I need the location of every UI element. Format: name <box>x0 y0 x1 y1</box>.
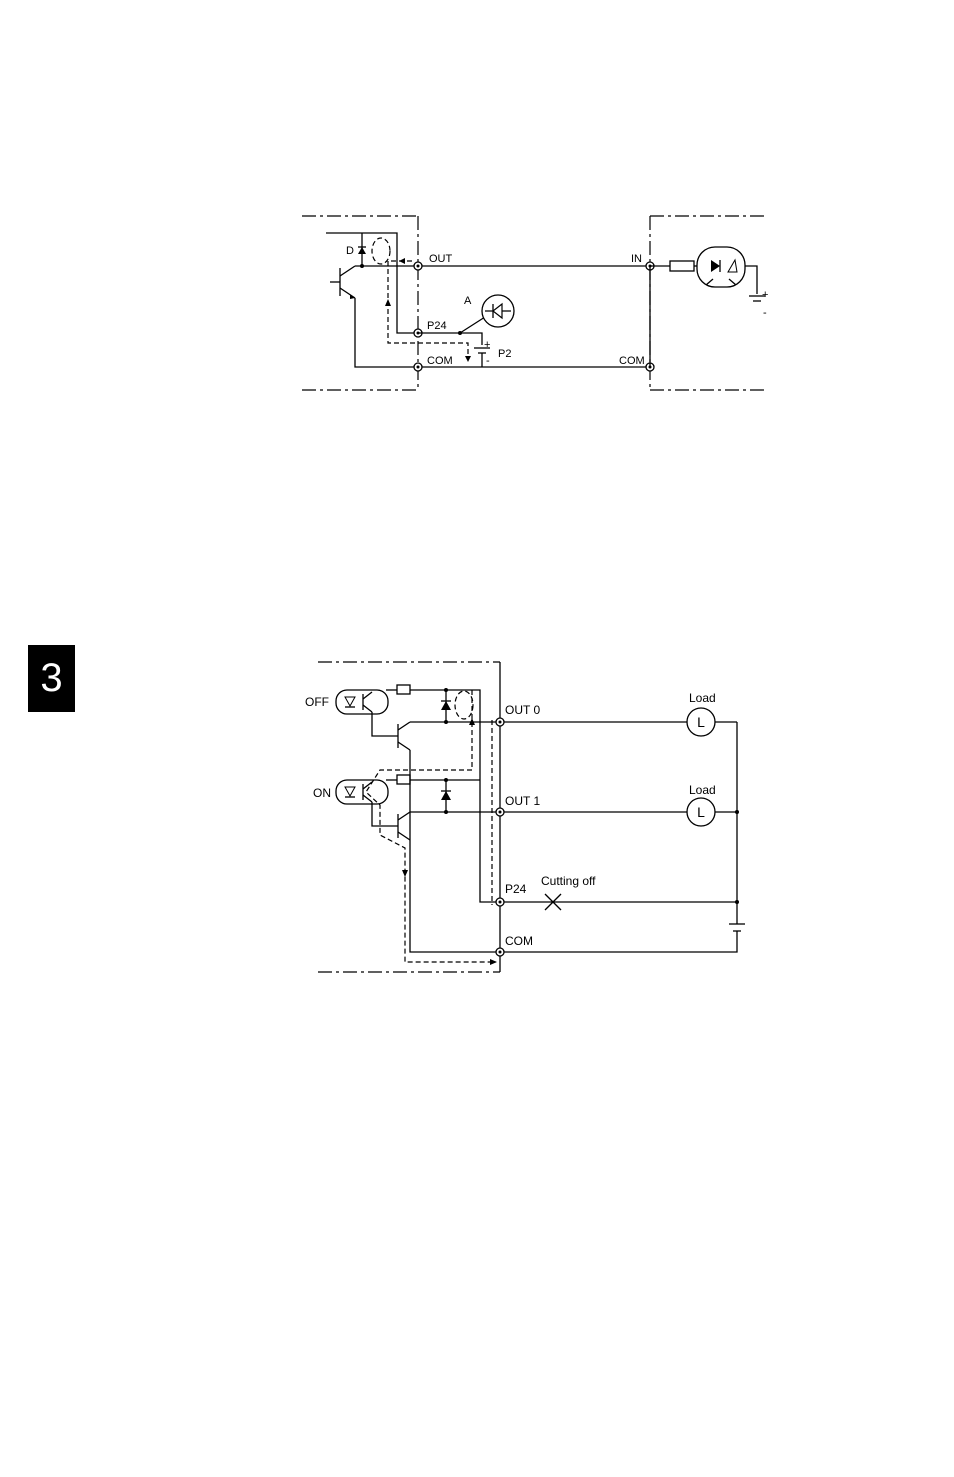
label-com: COM <box>505 934 533 948</box>
label-com-right: COM <box>619 355 645 367</box>
label-out1: OUT 1 <box>505 794 540 808</box>
terminal-out0 <box>496 718 504 726</box>
transistor-on-icon <box>398 812 410 840</box>
switch-a-lever <box>460 317 485 333</box>
diode-d-icon <box>358 233 366 266</box>
wire-pc-battery <box>745 266 757 294</box>
diode-off-icon <box>441 690 451 722</box>
photocoupler-icon <box>697 247 745 287</box>
label-cutting-off: Cutting off <box>541 874 596 888</box>
label-load-2: Load <box>689 783 716 797</box>
label-out0: OUT 0 <box>505 703 540 717</box>
terminal-com <box>496 948 504 956</box>
label-out: OUT <box>429 253 453 265</box>
label-plus-right: + <box>762 289 768 301</box>
label-p24: P24 <box>427 320 447 332</box>
label-off: OFF <box>305 695 329 709</box>
label-d: D <box>346 245 354 257</box>
terminal-p24 <box>496 898 504 906</box>
label-com-left: COM <box>427 355 453 367</box>
label-plus-p2: + <box>484 339 490 351</box>
label-lamp-2: L <box>697 804 705 820</box>
terminal-com-left <box>414 363 422 371</box>
wire-on-base <box>372 802 398 826</box>
label-p24: P24 <box>505 882 527 896</box>
diagram-1-sink-output: D OUT P24 COM A + - P2 IN COM + - <box>302 216 768 390</box>
terminal-out1 <box>496 808 504 816</box>
label-minus-p2: - <box>486 355 490 367</box>
label-lamp-1: L <box>697 714 705 730</box>
label-in: IN <box>631 253 642 265</box>
current-loop-off <box>455 691 473 719</box>
diode-on-icon <box>441 780 451 812</box>
terminal-out <box>414 262 422 270</box>
label-a: A <box>464 295 472 307</box>
resistor-on <box>397 775 410 784</box>
battery-supply-icon <box>729 910 745 931</box>
photocoupler-off-icon <box>336 690 388 714</box>
output-transistor <box>330 266 355 299</box>
label-load-1: Load <box>689 691 716 705</box>
current-path-1 <box>388 261 468 360</box>
label-on: ON <box>313 786 331 800</box>
transistor-off-icon <box>398 722 410 750</box>
photocoupler-on-icon <box>336 780 388 804</box>
led-a-icon <box>482 295 514 327</box>
resistor-off <box>397 685 410 694</box>
wire-supply-com <box>504 931 737 952</box>
wire-off-base <box>372 712 398 736</box>
diagram-2-output-cutoff: OFF ON OUT 0 OUT 1 P24 COM Load Load L L… <box>305 662 745 972</box>
label-p2: P2 <box>498 348 511 360</box>
resistor-in <box>670 261 694 271</box>
label-minus-right: - <box>763 307 767 319</box>
current-loop-d <box>372 238 390 264</box>
